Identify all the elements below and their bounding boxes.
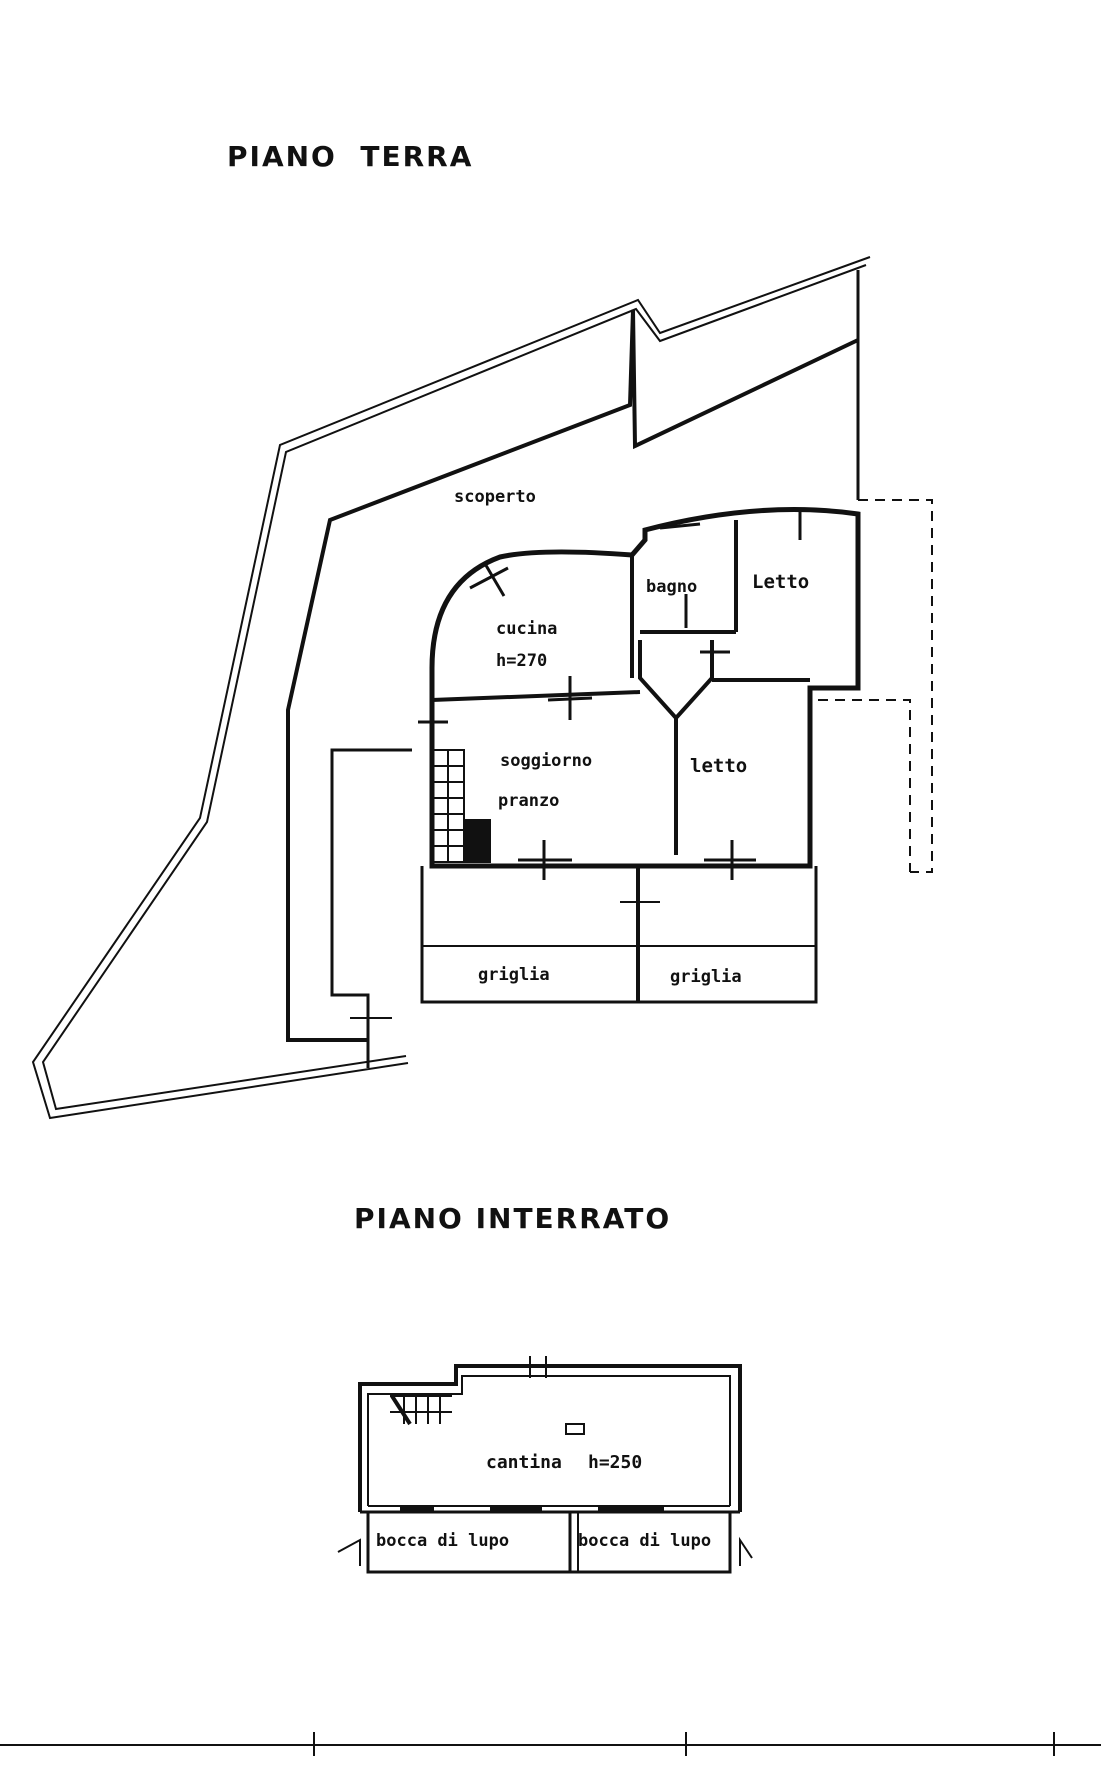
basement-inner-wall	[367, 1375, 731, 1506]
window-marks	[418, 508, 802, 880]
basement-fixture	[565, 1423, 585, 1435]
room-label-bocca-1: bocca di lupo	[376, 1531, 509, 1551]
room-label-cantina: cantina	[486, 1452, 562, 1473]
ground-staircase	[431, 749, 491, 863]
wall-kitchen-living	[431, 690, 641, 702]
house-outer-wall	[429, 507, 861, 869]
basement-vents	[400, 1506, 664, 1512]
room-label-griglia-2: griglia	[670, 967, 742, 987]
basement-staircase	[390, 1394, 452, 1426]
ground-floor-title: PIANO TERRA	[227, 140, 474, 173]
room-label-cantina-height: h=250	[588, 1452, 642, 1473]
lot-boundary-inner	[41, 264, 867, 1111]
dashed-outline-right	[818, 499, 933, 873]
room-label-pranzo: pranzo	[498, 791, 559, 811]
balcony-wall	[420, 866, 818, 1004]
room-label-cucina: cucina	[496, 619, 557, 639]
room-label-letto-2: letto	[690, 755, 747, 777]
room-label-griglia-1: griglia	[478, 965, 550, 985]
room-label-letto-1: Letto	[752, 571, 809, 593]
room-label-cucina-height: h=270	[496, 651, 547, 671]
basement-title: PIANO INTERRATO	[354, 1202, 672, 1235]
basement-plan: cantina h=250 bocca di lupo bocca di lup…	[337, 1356, 753, 1574]
bocca-di-lupo-wall	[366, 1512, 732, 1574]
basement-flange-right	[739, 1536, 753, 1566]
basement-outer-wall	[358, 1364, 742, 1512]
room-label-bagno: bagno	[646, 577, 697, 597]
room-label-soggiorno: soggiorno	[500, 751, 592, 771]
terrace-wall	[286, 309, 859, 1042]
room-label-bocca-2: bocca di lupo	[578, 1531, 711, 1551]
room-label-scoperto: scoperto	[454, 487, 536, 507]
ground-floor-plan: scoperto bagno Letto cucina h=270 soggio…	[31, 256, 933, 1120]
lot-boundary-outer	[31, 256, 871, 1120]
bottom-rule	[0, 1732, 1101, 1756]
side-wall-left	[330, 748, 412, 1068]
basement-flange-left	[337, 1538, 361, 1566]
